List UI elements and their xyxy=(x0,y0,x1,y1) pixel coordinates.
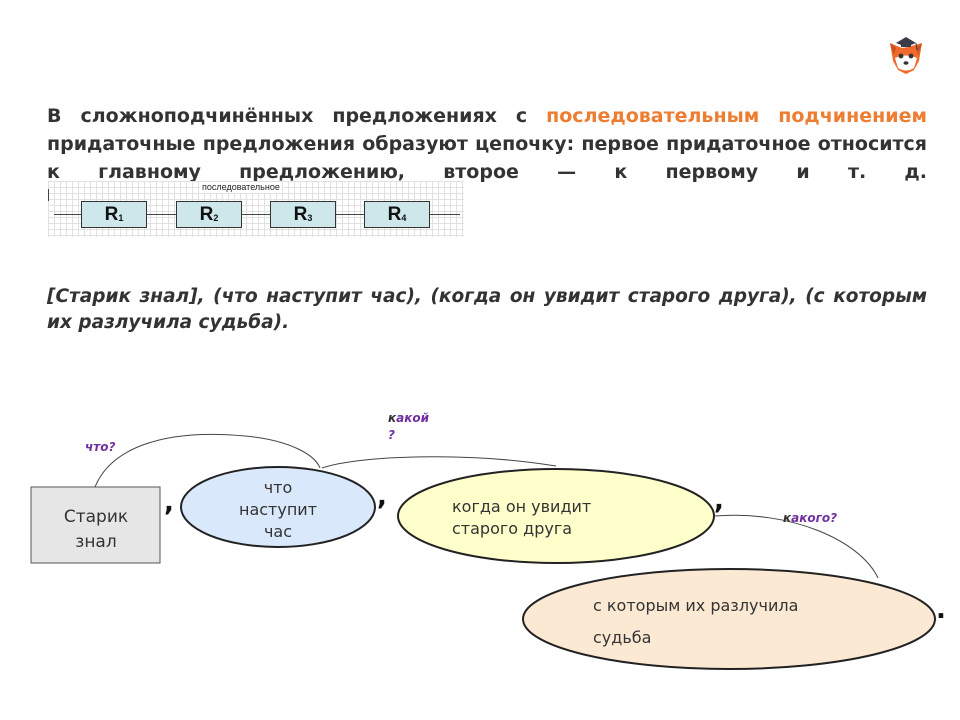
clause3-ellipse xyxy=(522,568,936,670)
clause2-ellipse xyxy=(397,468,715,564)
scheme-left-tick xyxy=(48,189,49,201)
arc-main-to-clause1 xyxy=(94,433,321,488)
sequential-scheme: последовательное R1 R2 R3 R4 xyxy=(48,181,464,237)
clause3-line1: с которым их разлучила xyxy=(593,596,798,615)
main-clause-box xyxy=(30,486,161,564)
clause3-line2: судьба xyxy=(593,628,651,647)
comma-3: , xyxy=(714,486,724,516)
scheme-box-1: R1 xyxy=(81,201,147,228)
scheme-box-4: R4 xyxy=(364,201,430,228)
arc-clause2-to-clause3 xyxy=(714,514,879,579)
scheme-box-2: R2 xyxy=(176,201,242,228)
question-kakoy-mark: ? xyxy=(388,428,395,442)
clause2-line2: старого друга xyxy=(452,519,572,538)
main-clause-line2: знал xyxy=(75,532,116,552)
clause1-ellipse xyxy=(180,466,376,548)
comma-1: , xyxy=(164,488,174,518)
rule-text-end: придаточные предложения образуют цепочку… xyxy=(47,133,927,183)
clause1-line1: что xyxy=(264,478,293,497)
question-kakogo: какого? xyxy=(783,511,837,525)
comma-2: , xyxy=(377,482,387,512)
scheme-wire xyxy=(54,214,460,215)
clause1-line3: час xyxy=(264,522,292,541)
main-clause-line1: Старик xyxy=(64,507,128,527)
rule-paragraph: В сложноподчинённых предложениях с после… xyxy=(47,102,927,186)
question-chto: что? xyxy=(85,440,115,454)
period: . xyxy=(936,595,946,625)
clause2-line1: когда он увидит xyxy=(452,497,591,516)
clause1-line2: наступит xyxy=(239,500,317,519)
rule-text-start: В сложноподчинённых предложениях с xyxy=(47,105,547,127)
rule-highlight: последовательным подчинением xyxy=(546,105,927,127)
arc-clause1-to-clause2 xyxy=(321,456,557,469)
example-sentence: [Старик знал], (что наступит час), (когд… xyxy=(47,286,927,333)
question-kakoy: какой xyxy=(388,411,430,425)
fox-logo-icon xyxy=(890,37,922,74)
scheme-box-3: R3 xyxy=(270,201,336,228)
scheme-caption: последовательное xyxy=(200,182,282,193)
